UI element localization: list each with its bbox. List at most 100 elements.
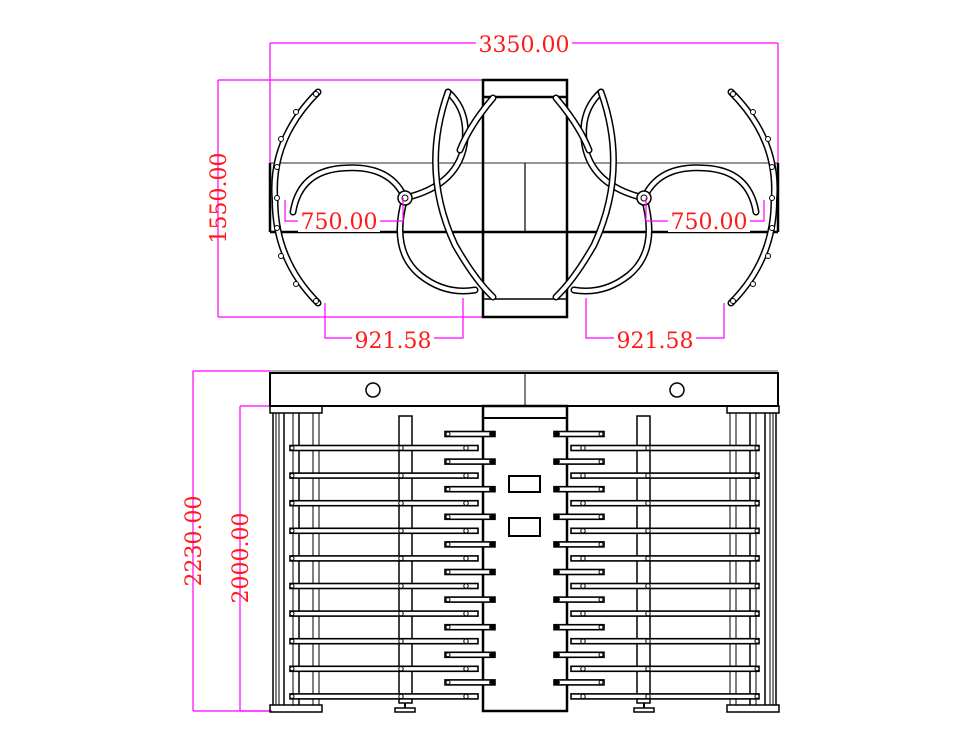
bolt-icon xyxy=(489,458,495,465)
overall-width-label: 3350.00 xyxy=(479,33,570,58)
top-canopy xyxy=(269,372,779,407)
bolt-icon xyxy=(463,666,469,672)
bolt-icon xyxy=(445,597,451,603)
short-arm-bar xyxy=(444,458,496,465)
right-rotor xyxy=(556,92,775,304)
bolt-icon xyxy=(289,693,295,699)
bolt-icon xyxy=(289,473,295,479)
short-arm-bar xyxy=(444,679,496,686)
short-arm-bar xyxy=(444,430,496,438)
center-cabinet-front xyxy=(481,404,569,713)
bolt-icon xyxy=(398,693,404,700)
bolt-icon xyxy=(398,500,404,506)
dimension-overall-depth: 1550.00 xyxy=(207,79,483,318)
bolt-icon xyxy=(445,652,451,658)
bolt-icon xyxy=(289,611,295,617)
bolt-icon xyxy=(463,638,469,644)
bolt-icon xyxy=(463,528,469,534)
svg-text:750.00: 750.00 xyxy=(671,210,748,235)
svg-text:2230.00: 2230.00 xyxy=(182,496,207,587)
long-arm-bar xyxy=(289,499,479,507)
bolt-icon xyxy=(398,666,404,672)
bolt-icon xyxy=(289,500,295,506)
top-view: 3350.00 1550.00 xyxy=(207,32,780,354)
long-arm-bar xyxy=(289,472,479,479)
bolt-icon xyxy=(445,569,451,575)
bolt-icon xyxy=(289,583,295,589)
short-arm-bar xyxy=(444,568,496,576)
center-cabinet-top xyxy=(481,78,569,319)
front-view: 2230.00 2000.00 xyxy=(182,370,780,713)
bolt-icon xyxy=(463,555,469,562)
dimension-overall-width: 3350.00 xyxy=(269,32,779,165)
bolt-icon xyxy=(463,445,469,451)
bolt-icon xyxy=(445,486,451,492)
bolt-icon xyxy=(445,624,451,630)
long-arm-bar xyxy=(289,582,479,590)
bolt-icon xyxy=(289,638,295,644)
bolt-icon xyxy=(445,431,451,437)
bolt-icon xyxy=(489,431,495,437)
indicator-light-icon xyxy=(669,382,685,398)
svg-text:750.00: 750.00 xyxy=(301,210,378,235)
indicator-light-icon xyxy=(365,382,381,398)
short-arm-bar xyxy=(444,513,496,521)
long-arm-bar xyxy=(289,637,479,645)
bolt-icon xyxy=(463,693,469,700)
svg-text:921.58: 921.58 xyxy=(355,329,432,354)
dimension-right-radius: 750.00 xyxy=(645,198,765,235)
dimension-left-radius: 750.00 xyxy=(284,198,404,235)
left-front-rotor xyxy=(269,405,496,713)
short-arm-bar xyxy=(444,623,496,631)
long-arm-bar xyxy=(289,555,479,562)
long-arm-bar xyxy=(289,444,479,452)
svg-text:2000.00: 2000.00 xyxy=(229,513,254,604)
right-front-rotor xyxy=(553,405,780,713)
bolt-icon xyxy=(398,555,404,562)
svg-text:921.58: 921.58 xyxy=(617,329,694,354)
short-arm-bar xyxy=(444,541,496,548)
card-reader-panel xyxy=(508,517,541,537)
bolt-icon xyxy=(398,445,404,451)
bolt-icon xyxy=(463,500,469,506)
bolt-icon xyxy=(489,651,495,658)
bolt-icon xyxy=(398,610,404,617)
long-arm-bar xyxy=(289,610,479,617)
bolt-icon xyxy=(445,679,451,685)
bolt-icon xyxy=(398,638,404,644)
left-rotor xyxy=(271,88,497,307)
bolt-icon xyxy=(289,555,295,561)
bolt-icon xyxy=(489,624,495,631)
bolt-icon xyxy=(463,583,469,589)
long-arm-bar xyxy=(289,693,479,700)
bolt-icon xyxy=(489,486,495,493)
bolt-icon xyxy=(463,610,469,617)
short-arm-bar xyxy=(444,596,496,603)
bolt-icon xyxy=(489,569,495,575)
long-arm-bar xyxy=(289,665,479,673)
bolt-icon xyxy=(289,445,295,451)
bolt-icon xyxy=(289,528,295,534)
dimension-passage-height: 2000.00 xyxy=(229,405,272,712)
dimension-right-passage: 921.58 xyxy=(585,298,725,354)
bolt-icon xyxy=(489,513,495,520)
dimension-total-height: 2230.00 xyxy=(182,370,272,712)
bolt-icon xyxy=(445,459,451,465)
long-arm-bar xyxy=(289,527,479,535)
hub-icon xyxy=(397,190,413,206)
dimension-left-passage: 921.58 xyxy=(324,298,464,354)
short-arm-bar xyxy=(444,485,496,493)
bolt-icon xyxy=(398,528,404,534)
bolt-icon xyxy=(289,666,295,672)
short-arm-bar xyxy=(444,651,496,659)
bolt-icon xyxy=(398,472,404,479)
card-reader-panel xyxy=(508,475,541,493)
bolt-icon xyxy=(398,583,404,589)
bolt-icon xyxy=(445,541,451,547)
overall-depth-label: 1550.00 xyxy=(207,153,232,244)
bolt-icon xyxy=(489,541,495,548)
bolt-icon xyxy=(489,679,495,686)
bolt-icon xyxy=(445,514,451,520)
bolt-icon xyxy=(489,596,495,603)
